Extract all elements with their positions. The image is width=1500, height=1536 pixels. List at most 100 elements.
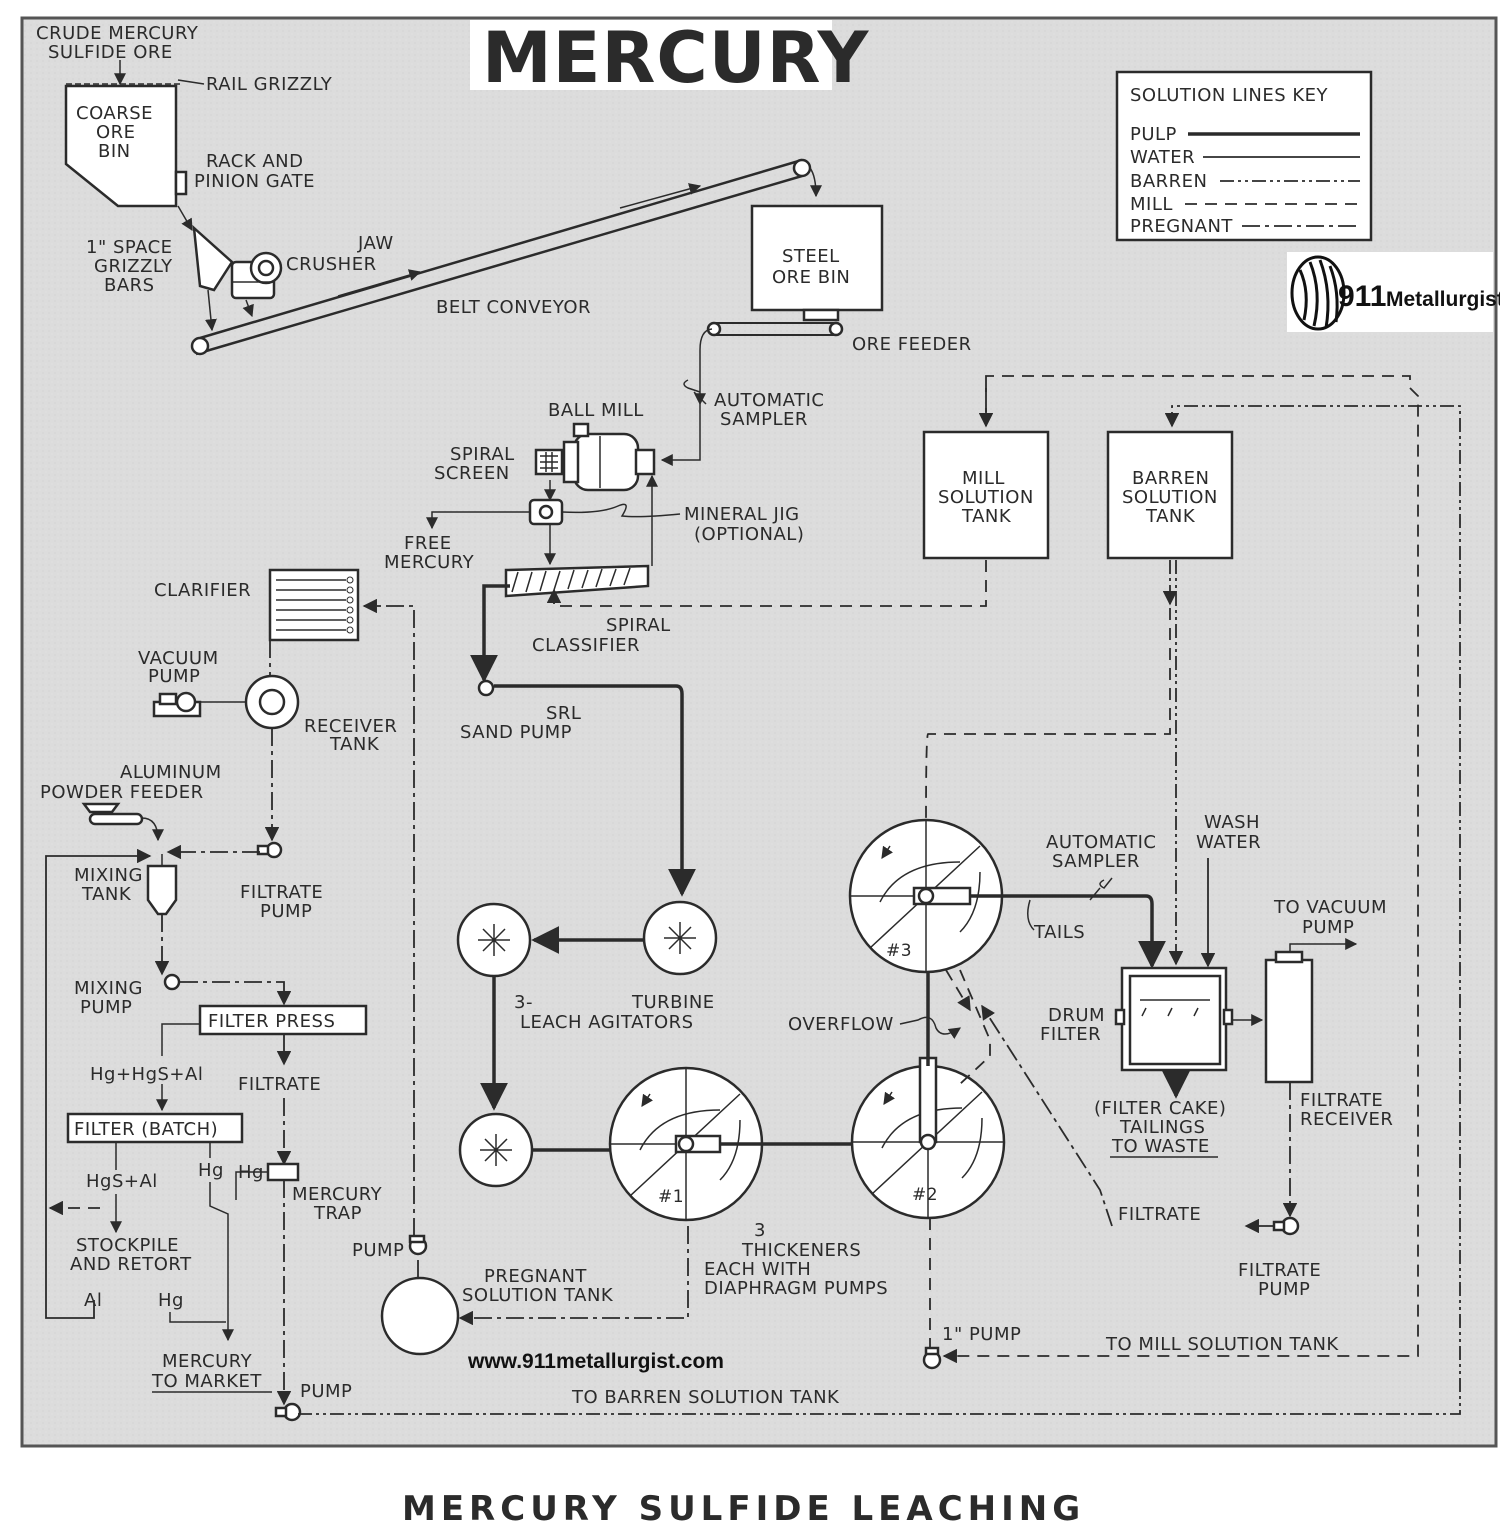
- ball-mill: [562, 422, 656, 492]
- label-filtrate-2: FILTRATE: [1118, 1204, 1201, 1225]
- grizzly-bars: [192, 224, 234, 292]
- automatic-sampler-2: [1089, 877, 1113, 901]
- label-auto-sampler-2b: SAMPLER: [1052, 851, 1140, 872]
- label-to-mill-tank: TO MILL SOLUTION TANK: [1105, 1334, 1339, 1355]
- website-url: www.911metallurgist.com: [467, 1350, 724, 1373]
- label-space-grizzly-1: 1" SPACE: [86, 237, 173, 258]
- filter-batch: [66, 1112, 244, 1144]
- label-al: Al: [84, 1290, 102, 1311]
- key-item-pregnant: PREGNANT: [1130, 216, 1233, 237]
- label-overflow: OVERFLOW: [788, 1014, 894, 1035]
- mill-solution-tank: [922, 430, 1050, 560]
- label-filtrate-pump-1b: PUMP: [260, 901, 312, 922]
- label-hg-3: Hg: [158, 1290, 184, 1311]
- label-aluminum-1: ALUMINUM: [120, 762, 222, 783]
- label-mill-tank-3: TANK: [961, 506, 1012, 527]
- key-title: SOLUTION LINES KEY: [1130, 85, 1329, 106]
- label-filter-cake-1: (FILTER CAKE): [1094, 1098, 1226, 1119]
- label-mill-tank-1: MILL: [962, 468, 1005, 489]
- label-steel-bin-2: ORE BIN: [772, 267, 850, 288]
- label-crude-ore-1: CRUDE MERCURY: [36, 23, 199, 44]
- label-clarifier: CLARIFIER: [154, 580, 251, 601]
- label-coarse-bin-1: COARSE: [76, 103, 153, 124]
- label-vacuum-pump-2: PUMP: [148, 666, 200, 687]
- filtrate-receiver: [1264, 950, 1314, 1084]
- label-filter-batch: FILTER (BATCH): [74, 1119, 218, 1140]
- key-item-water: WATER: [1130, 147, 1195, 168]
- label-preg-tank-1: PREGNANT: [484, 1266, 587, 1287]
- label-thick-2: #2: [912, 1185, 938, 1205]
- label-filtrate-1: FILTRATE: [238, 1074, 321, 1095]
- label-receiver-tank-1: RECEIVER: [304, 716, 397, 737]
- label-auto-sampler-1b: SAMPLER: [720, 409, 808, 430]
- label-thickeners-2: THICKENERS: [741, 1240, 861, 1261]
- leach-agitator-3: [458, 1112, 534, 1188]
- label-rail-grizzly: RAIL GRIZZLY: [206, 74, 333, 95]
- label-stockpile-1: STOCKPILE: [76, 1235, 179, 1256]
- label-filtrate-pump-1a: FILTRATE: [240, 882, 323, 903]
- company-logo: 911 Metallurgist: [1287, 252, 1500, 332]
- label-filter-cake-3: TO WASTE: [1111, 1136, 1210, 1157]
- mixing-pump: [163, 973, 181, 991]
- label-free-mercury-2: MERCURY: [384, 552, 475, 573]
- label-filtrate-receiver-2: RECEIVER: [1300, 1109, 1393, 1130]
- label-mixing-pump-2: PUMP: [80, 997, 132, 1018]
- label-srl-2: SAND PUMP: [460, 722, 572, 743]
- filter-press: [198, 1004, 368, 1036]
- label-to-barren: TO BARREN SOLUTION TANK: [571, 1387, 840, 1408]
- aluminum-powder-feeder: [81, 802, 144, 826]
- label-preg-tank-2: SOLUTION TANK: [462, 1285, 614, 1306]
- label-ball-mill: BALL MILL: [548, 400, 644, 421]
- mineral-jig: [528, 498, 564, 526]
- label-one-inch-pump: 1" PUMP: [942, 1324, 1021, 1345]
- label-barren-tank-2: SOLUTION: [1122, 487, 1218, 508]
- label-mercury-market-2: TO MARKET: [151, 1371, 262, 1392]
- title-backdrop: [470, 20, 832, 90]
- ore-feeder: [706, 321, 844, 337]
- drum-filter: [1114, 966, 1234, 1072]
- automatic-sampler-1: [683, 379, 707, 405]
- barren-solution-tank: [1106, 430, 1234, 560]
- logo-number: 911: [1338, 280, 1386, 313]
- label-crude-ore-2: SULFIDE ORE: [48, 42, 173, 63]
- label-hg-hgs-al: Hg+HgS+Al: [90, 1064, 203, 1085]
- thickener-1: #1: [608, 1066, 764, 1222]
- key-item-barren: BARREN: [1130, 171, 1208, 192]
- vacuum-pump: [152, 691, 202, 718]
- label-spiral-classifier-1: SPIRAL: [606, 615, 671, 636]
- label-vacuum-pump-1: VACUUM: [138, 648, 219, 669]
- leach-agitator-1: [642, 900, 718, 976]
- figure-caption: MERCURY SULFIDE LEACHING: [402, 1489, 1085, 1529]
- label-rack-gate-2: PINION GATE: [194, 171, 315, 192]
- pregnant-solution-tank: [380, 1276, 460, 1356]
- label-spiral-screen-2: SCREEN: [434, 463, 510, 484]
- label-to-vacuum-1: TO VACUUM: [1273, 897, 1387, 918]
- label-srl-1: SRL: [546, 703, 581, 724]
- mercury-trap: [266, 1162, 300, 1182]
- label-thickeners-4: DIAPHRAGM PUMPS: [704, 1278, 888, 1299]
- coarse-ore-bin: [64, 84, 178, 208]
- label-turbine: TURBINE: [631, 992, 715, 1013]
- label-hg-1: Hg: [198, 1160, 224, 1181]
- key-item-pulp: PULP: [1130, 124, 1177, 145]
- label-thickeners-3: EACH WITH: [704, 1259, 811, 1280]
- label-mixing-pump-1: MIXING: [74, 978, 143, 999]
- label-mineral-jig-1: MINERAL JIG: [684, 504, 800, 525]
- pregnant-pump: [408, 1234, 428, 1256]
- label-mixing-tank-2: TANK: [81, 884, 132, 905]
- spiral-screen: [534, 448, 564, 476]
- label-pump-bottom: PUMP: [300, 1381, 352, 1402]
- label-space-grizzly-3: BARS: [104, 275, 155, 296]
- jaw-crusher: [230, 251, 283, 300]
- label-mercury-market-1: MERCURY: [162, 1351, 253, 1372]
- logo-word: Metallurgist: [1386, 288, 1500, 311]
- label-filter-cake-2: TAILINGS: [1119, 1117, 1205, 1138]
- label-ore-feeder: ORE FEEDER: [852, 334, 972, 355]
- label-spiral-classifier-2: CLASSIFIER: [532, 635, 640, 656]
- label-mixing-tank-1: MIXING: [74, 865, 143, 886]
- solution-lines-key: SOLUTION LINES KEY PULP WATER BARREN MIL…: [1115, 70, 1373, 242]
- clarifier: [268, 568, 360, 642]
- label-to-vacuum-2: PUMP: [1302, 917, 1354, 938]
- label-thick-3: #3: [886, 941, 912, 961]
